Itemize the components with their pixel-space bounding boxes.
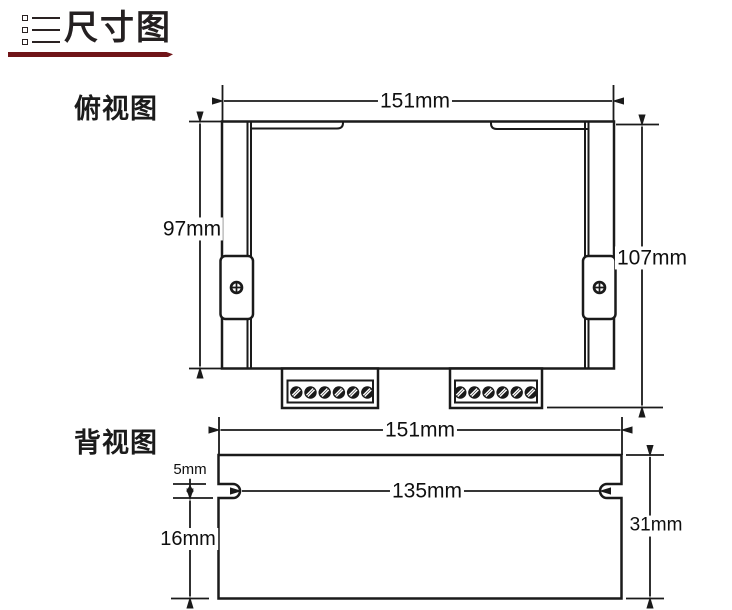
topview-top-lip-left (251, 121, 344, 130)
list-icon-row (22, 15, 60, 22)
terminal-screw-icon (289, 385, 304, 400)
dim-ext-backview-width (218, 417, 623, 455)
dim-label-backview-slot-span: 135mm (389, 479, 465, 503)
terminal-screw-icon (331, 385, 346, 400)
topview-left-rail-lines (246, 121, 252, 369)
dim-label-backview-slot-height: 5mm (172, 460, 208, 479)
dim-ext-topview-body-height (189, 120, 222, 370)
dim-label-topview-body-height: 97mm (160, 217, 224, 241)
clamp-screw-icon (228, 279, 245, 296)
top-view-label: 俯视图 (74, 94, 158, 124)
back-view-label: 背视图 (74, 428, 158, 458)
list-icon-row (22, 39, 60, 46)
terminal-screw-icon (523, 385, 538, 400)
page-title: 尺寸图 (64, 9, 172, 47)
dim-label-backview-height: 31mm (627, 514, 685, 537)
terminal-screw-icon (303, 385, 318, 400)
clamp-screw-icon (591, 279, 608, 296)
terminal-screw-icon (360, 385, 375, 400)
dim-label-backview-width: 151mm (382, 418, 458, 442)
dim-label-topview-width: 151mm (377, 89, 453, 113)
topview-right-rail-lines (584, 121, 590, 369)
dim-arrowhead-up (186, 484, 194, 492)
backview-body-outline (217, 453, 623, 600)
dim-arrowhead-down (186, 490, 194, 498)
terminal-screw-icon (509, 385, 524, 400)
terminal-screw-icon (453, 385, 468, 400)
terminal-screw-icon (467, 385, 482, 400)
terminal-screw-icon (346, 385, 361, 400)
terminal-screw-icon (481, 385, 496, 400)
terminal-screw-icon (317, 385, 332, 400)
dim-label-topview-total-height: 107mm (614, 246, 690, 270)
dim-label-backview-slot-bottom: 16mm (158, 528, 218, 550)
dim-ext-backview-height (626, 454, 664, 600)
back-view-drawing (171, 417, 664, 609)
topview-body-outline (220, 120, 616, 370)
list-icon (22, 15, 60, 47)
top-view-drawing (189, 85, 663, 418)
topview-top-lip-right (490, 121, 589, 130)
terminal-screw-icon (495, 385, 510, 400)
title-underline (8, 52, 173, 57)
list-icon-row (22, 27, 60, 34)
